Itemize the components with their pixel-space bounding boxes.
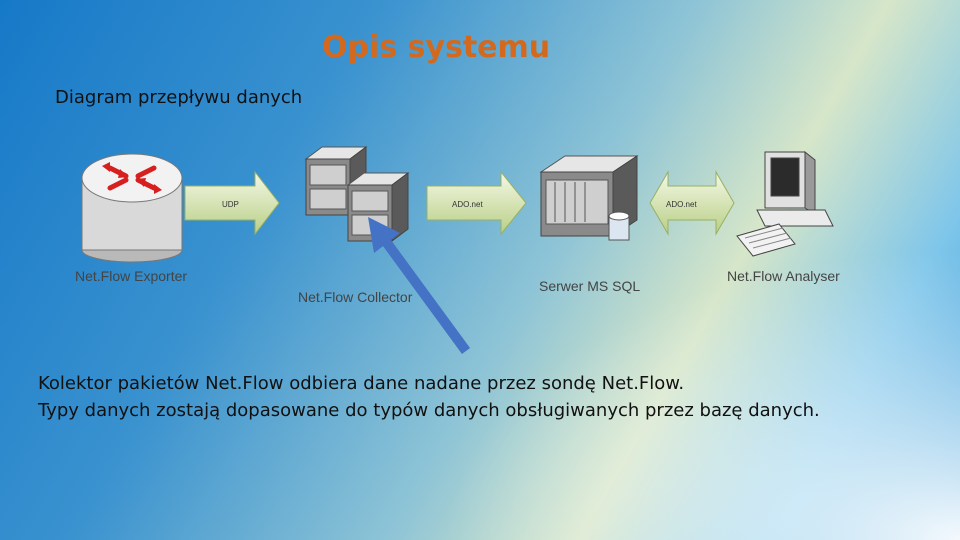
highlight-pointer-arrow — [360, 215, 475, 360]
router-icon — [80, 150, 185, 265]
database-server-icon — [537, 152, 647, 247]
description-text: Kolektor pakietów Net.Flow odbiera dane … — [38, 370, 858, 424]
ado-link-label-1: ADO.net — [452, 200, 483, 209]
description-line-2: Typy danych zostają dopasowane do typów … — [38, 397, 858, 424]
udp-link-label: UDP — [222, 200, 239, 209]
workstation-icon — [735, 148, 840, 258]
ado-link-label-2: ADO.net — [666, 200, 697, 209]
description-line-1: Kolektor pakietów Net.Flow odbiera dane … — [38, 370, 858, 397]
analyser-label: Net.Flow Analyser — [727, 268, 840, 284]
slide-title: Opis systemu — [322, 30, 550, 65]
sql-server-label: Serwer MS SQL — [539, 278, 640, 294]
exporter-label: Net.Flow Exporter — [75, 268, 187, 284]
diagram-subtitle: Diagram przepływu danych — [55, 87, 302, 108]
